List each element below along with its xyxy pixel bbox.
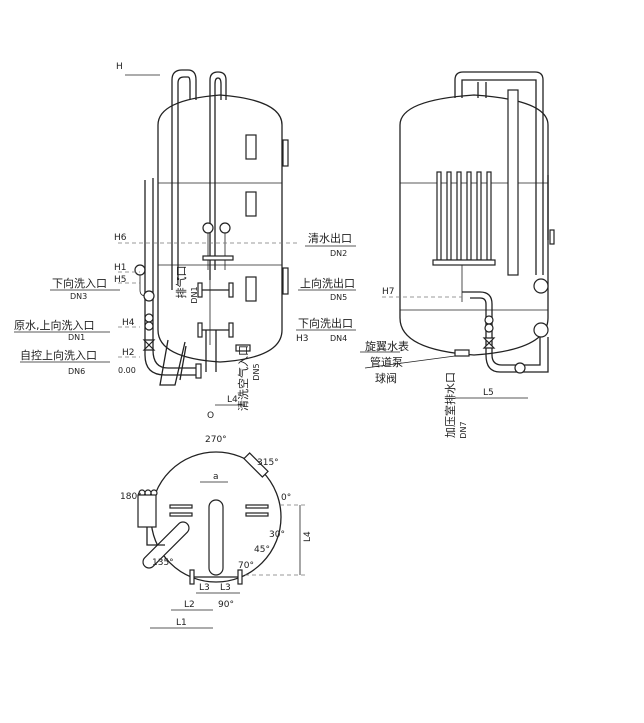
label-vent-dn: DN1 [190,286,199,303]
front-vessel [118,69,300,406]
dim-L2: L2 [184,600,195,610]
label-downwash-outlet-dn: DN4 [330,334,347,343]
label-auto-upwash-inlet-dn: DN6 [68,367,85,376]
dim-L4-top: L4 [303,531,313,542]
angle-135: 135° [152,558,174,568]
label-ball-valve: 球阀 [375,371,397,385]
dim-H6: H6 [114,233,127,243]
angle-180: 180° [120,492,142,502]
label-auto-upwash-inlet: 自控上向洗入口 [20,348,97,362]
dim-H: H [116,62,123,72]
label-downwash-inlet: 下向洗入口 [52,276,107,290]
side-vessel [360,71,555,399]
label-water-meter: 旋翼水表 [365,339,409,353]
dim-L1: L1 [176,618,187,628]
dim-H5: H5 [114,275,127,285]
dim-zero: 0.00 [118,366,136,375]
label-drain-outlet: 加压室排水口 [443,372,457,438]
label-vent: 排气口 [174,266,188,299]
angle-315: 315° [257,458,279,468]
dim-H7: H7 [382,287,395,297]
label-downwash-outlet: 下向洗出口 [298,316,353,330]
angle-30: 30° [269,530,285,540]
label-clean-water-outlet-dn: DN2 [330,249,347,258]
label-air-inlet-dn: DN5 [252,363,261,380]
top-view [137,451,305,629]
dim-a: a [213,472,219,482]
label-air-inlet: 清洗空气入口 [236,345,250,411]
dim-H2: H2 [122,348,135,358]
dim-H4: H4 [122,318,135,328]
label-downwash-inlet-dn: DN3 [70,292,87,301]
label-upwash-outlet-dn: DN5 [330,293,347,302]
dim-L3-left: L3 [199,583,210,593]
label-drain-outlet-dn: DN7 [459,421,468,438]
angle-270: 270° [205,435,227,445]
label-raw-water-inlet: 原水,上向洗入口 [14,318,95,332]
dim-O: O [207,411,214,421]
label-clean-water-outlet: 清水出口 [308,231,352,245]
angle-70: 70° [238,561,254,571]
dim-H3: H3 [296,334,309,344]
angle-0: 0° [281,493,291,503]
dim-L4: L4 [227,395,238,405]
label-raw-water-inlet-dn: DN1 [68,333,85,342]
angle-45: 45° [254,545,270,555]
dim-L5: L5 [483,388,494,398]
angle-90: 90° [218,600,234,610]
label-pipeline-pump: 管道泵 [370,355,403,369]
dim-L3-right: L3 [220,583,231,593]
label-upwash-outlet: 上向洗出口 [300,276,355,290]
dim-H1: H1 [114,263,127,273]
